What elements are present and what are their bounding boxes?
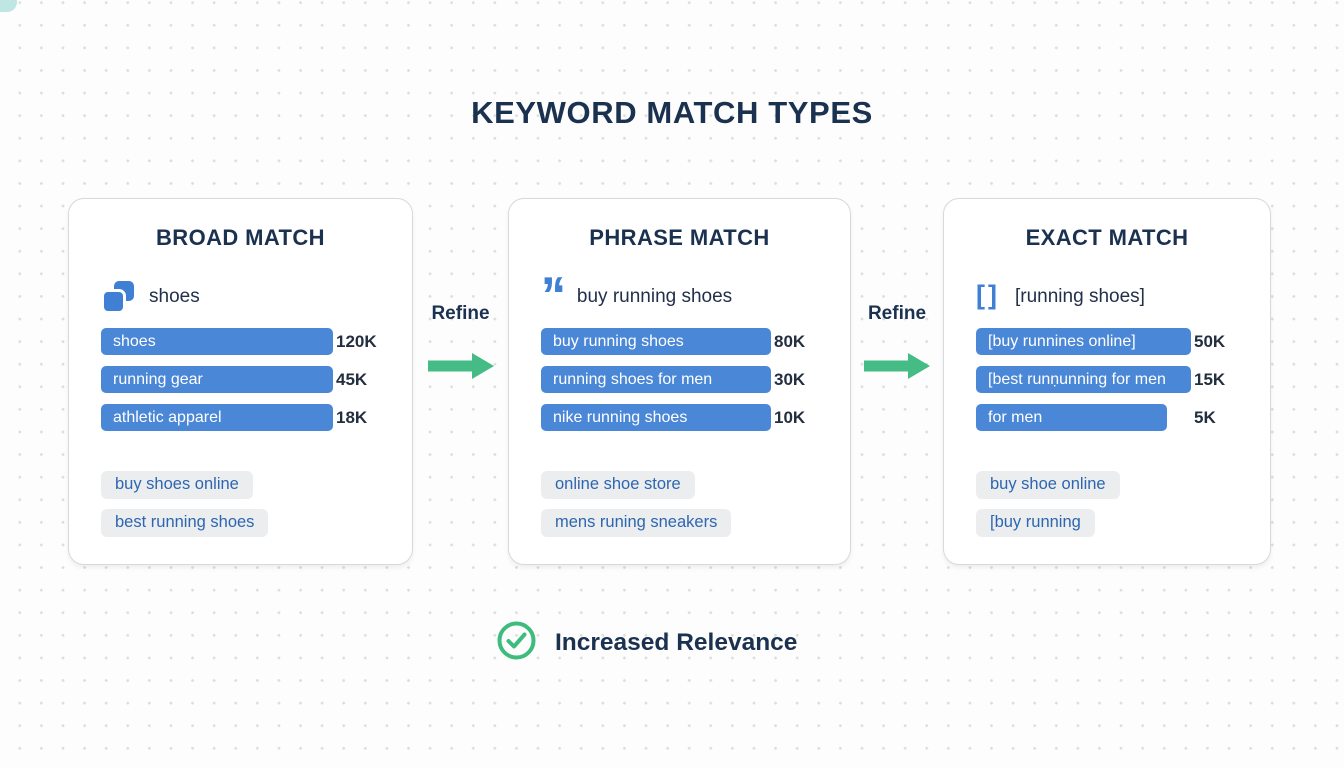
bar-row: buy running shoes 80K — [541, 328, 818, 355]
footer: Increased Relevance — [496, 620, 797, 666]
card-title: EXACT MATCH — [1025, 225, 1189, 250]
bar-row: running gear 45K — [101, 366, 380, 393]
bar-row: nike running shoes 10K — [541, 404, 818, 431]
seed-keyword: buy running shoes — [576, 286, 733, 307]
seed-keyword-row: [] [running shoes] — [976, 278, 1270, 316]
phrase-match-card: PHRASE MATCH ’‘ buy running shoes buy ru… — [508, 198, 851, 565]
bar-value: 80K — [774, 332, 806, 351]
bar-value: 50K — [1194, 332, 1226, 351]
page-title: KEYWORD MATCH TYPES — [471, 95, 873, 130]
bar-value: 5K — [1194, 408, 1216, 427]
seed-keyword: [running shoes] — [1015, 286, 1145, 307]
related-terms: online shoe store mens runing sneakers — [541, 471, 850, 537]
keyword-chip: online shoe store — [541, 471, 695, 499]
keyword-bar: running gear — [101, 366, 333, 393]
bar-value: 120K — [336, 332, 377, 351]
corner-accent — [0, 0, 17, 12]
refine-connector: Refine — [413, 303, 508, 386]
seed-keyword: shoes — [149, 286, 200, 307]
bar-chart: shoes 120K running gear 45K athletic app… — [101, 328, 380, 431]
keyword-chip: mens runing sneakers — [541, 509, 732, 537]
keyword-chip: [buy running — [976, 509, 1095, 537]
bar-value: 18K — [336, 408, 368, 427]
refine-label: Refine — [867, 303, 927, 324]
keyword-bar: shoes — [101, 328, 333, 355]
check-circle-icon — [496, 620, 537, 666]
right-arrow-icon — [413, 351, 508, 386]
square-brackets-icon: [] — [976, 279, 1000, 310]
bar-value: 15K — [1194, 370, 1226, 389]
bar-row: for men 5K — [976, 404, 1238, 431]
bar-row: athletic apparel 18K — [101, 404, 380, 431]
refine-label: Refine — [431, 303, 490, 324]
bar-row: [buy runnines online] 50K — [976, 328, 1238, 355]
bar-chart: buy running shoes 80K running shoes for … — [541, 328, 818, 431]
bar-row: shoes 120K — [101, 328, 380, 355]
bar-value: 30K — [774, 370, 806, 389]
refine-connector: Refine — [851, 303, 943, 386]
bar-value: 45K — [336, 370, 368, 389]
bar-chart: [buy runnines online] 50K [best runṇunni… — [976, 328, 1238, 431]
overlapping-squares-icon — [101, 280, 134, 314]
keyword-chip: buy shoe online — [976, 471, 1120, 499]
seed-keyword-row: shoes — [101, 278, 412, 316]
bar-row: running shoes for men 30K — [541, 366, 818, 393]
keyword-bar: for men — [976, 404, 1168, 431]
keyword-bar: athletic apparel — [101, 404, 333, 431]
right-arrow-icon — [851, 351, 943, 386]
exact-match-card: EXACT MATCH [] [running shoes] [buy runn… — [943, 198, 1271, 565]
quote-marks-icon: ’‘ — [541, 267, 566, 325]
keyword-chip: best running shoes — [101, 509, 269, 537]
seed-keyword-row: ’‘ buy running shoes — [541, 267, 850, 325]
card-title: PHRASE MATCH — [589, 225, 770, 250]
related-terms: buy shoe online [buy running — [976, 471, 1270, 537]
keyword-bar: buy running shoes — [541, 328, 771, 355]
keyword-bar: running shoes for men — [541, 366, 771, 393]
related-terms: buy shoes online best running shoes — [101, 471, 412, 537]
broad-match-card: BROAD MATCH shoes shoes 120K running gea… — [68, 198, 413, 565]
keyword-bar: nike running shoes — [541, 404, 771, 431]
bar-value: 10K — [774, 408, 806, 427]
footer-label: Increased Relevance — [555, 629, 798, 656]
keyword-bar: [buy runnines online] — [976, 328, 1191, 355]
keyword-bar: [best runṇunning for men — [976, 366, 1191, 393]
keyword-chip: buy shoes online — [101, 471, 253, 499]
bar-row: [best runṇunning for men 15K — [976, 366, 1238, 393]
card-title: BROAD MATCH — [156, 225, 325, 250]
